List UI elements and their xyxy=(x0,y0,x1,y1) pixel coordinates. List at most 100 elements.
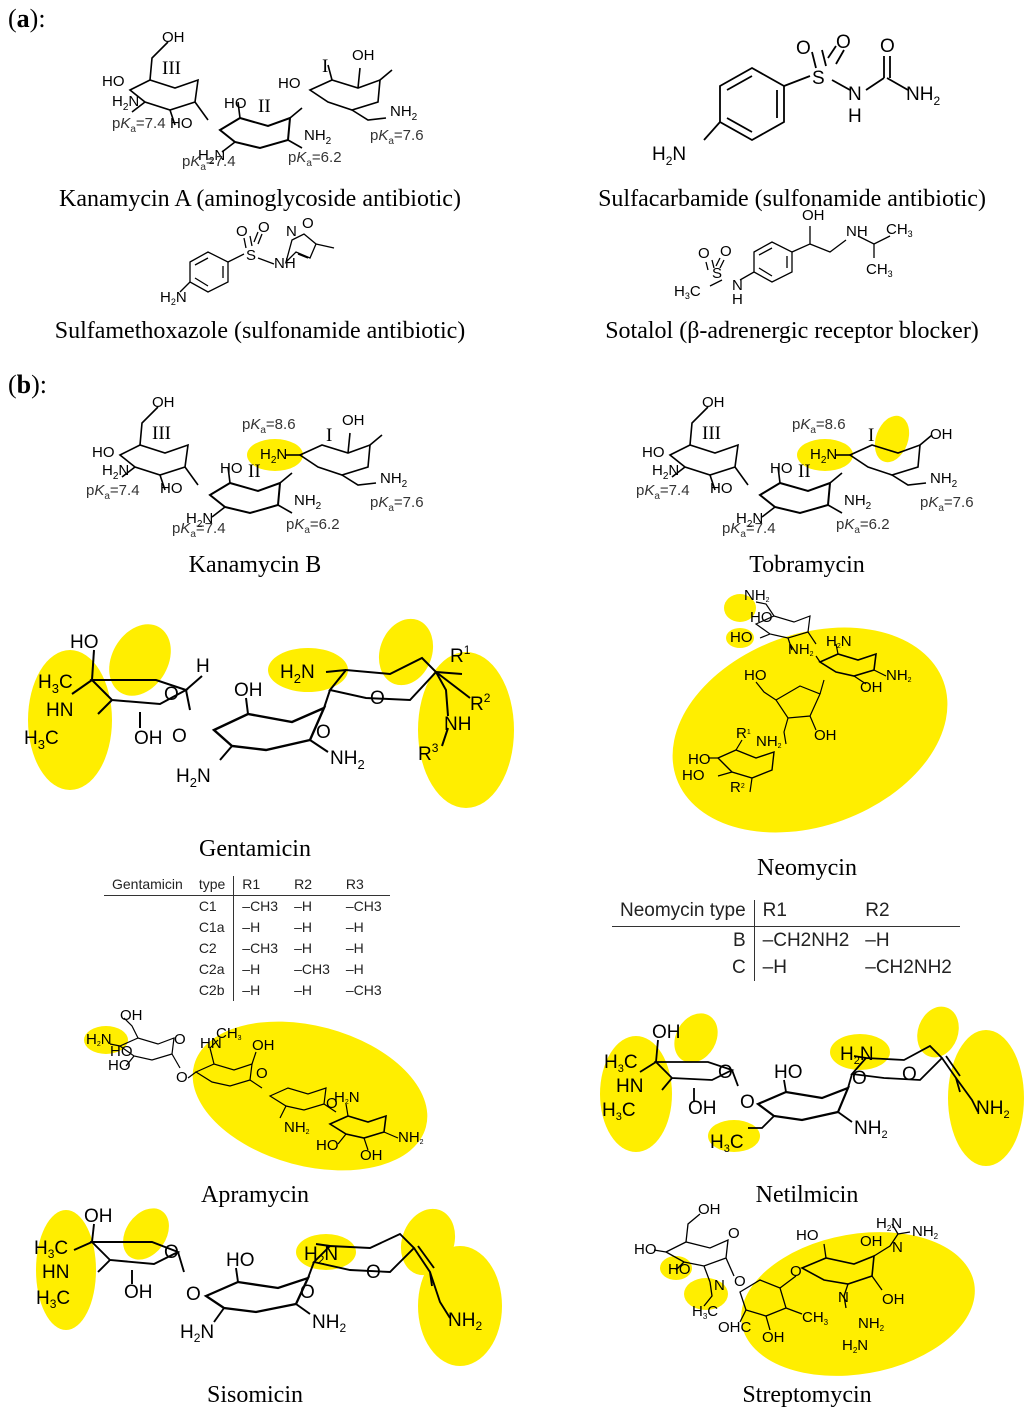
h2n-label: H2N xyxy=(334,1089,360,1106)
neomycin-structure: NH2 HO HO NH2 H2N NH2 OH HO OH R1 NH2 HO… xyxy=(660,580,960,835)
oh-label: OH xyxy=(882,1291,905,1308)
oxygen-label: O xyxy=(852,1068,867,1089)
ring-i-label: I xyxy=(322,56,328,77)
h2n-label: H2N xyxy=(736,510,763,530)
kanamycin-b-caption: Kanamycin B xyxy=(188,552,322,578)
oh-label: OH xyxy=(688,1098,717,1119)
highlight-region xyxy=(600,1036,672,1152)
h2n-label: H2N xyxy=(102,462,129,482)
oh-label: OH xyxy=(234,680,263,701)
nh2-label: NH2 xyxy=(294,492,322,512)
h2n-label: H2N xyxy=(112,93,139,113)
oh-label: OH xyxy=(120,1007,143,1024)
neomycin-type-table: Neomycin type R1 R2 B–CH2NH2–H C–H–CH2NH… xyxy=(612,900,960,981)
nh2-label: NH2 xyxy=(844,492,872,512)
highlight-region xyxy=(797,439,853,471)
table-header: type xyxy=(190,876,235,896)
hydrogen-label: H xyxy=(196,656,210,677)
r3-label: R3 xyxy=(418,741,439,765)
gentamicin-structure: HO H3C HN H3C OH H O O OH H2N NH2 O H2N … xyxy=(10,610,530,815)
oxygen-label: O xyxy=(300,1282,315,1303)
pka-label: pKa=7.6 xyxy=(920,494,974,514)
nitrogen-label: N xyxy=(892,1239,903,1256)
table-row: C–H–CH2NH2 xyxy=(612,954,960,981)
highlight-region xyxy=(948,1030,1024,1166)
oxygen-label: O xyxy=(236,223,248,240)
ho-label: HO xyxy=(774,1062,803,1083)
h2n-label: H2N xyxy=(652,144,686,168)
pka-label: pKa=7.4 xyxy=(86,482,140,502)
highlight-region xyxy=(123,1208,169,1260)
apramycin-structure: OH H2N HO HO O O HN CH3 OH O NH2 O H2N H… xyxy=(80,1007,440,1183)
oxygen-label: O xyxy=(740,1092,755,1113)
nh2-label: NH2 xyxy=(398,1129,424,1146)
h3c-label: H3C xyxy=(674,283,701,301)
oh-label: OH xyxy=(860,1233,883,1250)
pka-label: pKa=8.6 xyxy=(792,416,846,436)
highlight-region xyxy=(296,1234,356,1270)
h3c-label: H3C xyxy=(692,1303,718,1321)
ho-label: HO xyxy=(710,480,733,497)
h3c-label: H3C xyxy=(710,1132,744,1155)
highlight-region xyxy=(28,650,112,790)
ch3-label: CH3 xyxy=(866,261,893,279)
oxygen-label: O xyxy=(258,219,270,236)
ho-label: HO xyxy=(108,1057,131,1074)
highlight-region xyxy=(726,628,754,648)
nh-label: HN xyxy=(46,700,73,721)
ring-ii-label: II xyxy=(258,96,271,117)
ho-label: HO xyxy=(730,629,753,646)
nh2-label: NH2 xyxy=(906,84,940,108)
table-header: R3 xyxy=(337,876,390,896)
table-row: C2–CH3–H–H xyxy=(104,938,390,959)
nh2-label: NH2 xyxy=(330,748,365,772)
h2n-label: H2N xyxy=(280,662,315,686)
highlight-region xyxy=(917,1006,959,1058)
highlight-region xyxy=(109,624,171,696)
oh-label: OH xyxy=(762,1329,785,1346)
sulfur-label: S xyxy=(812,68,825,89)
nh2-label: NH2 xyxy=(912,1223,939,1241)
table-header: R1 xyxy=(754,900,858,927)
nh2-label: NH2 xyxy=(858,1315,885,1333)
tobramycin-structure: OH HO H2N HO III II I HO H2N OH H2N NH2 … xyxy=(630,394,990,545)
nh-label: N xyxy=(732,277,743,294)
oxygen-label: O xyxy=(728,1225,740,1242)
ring-iii-label: III xyxy=(162,58,181,79)
sulfamethoxazole-caption: Sulfamethoxazole (sulfonamide antibiotic… xyxy=(54,318,466,344)
oh-label: OH xyxy=(802,207,825,224)
highlight-region xyxy=(247,439,303,471)
sotalol-structure: OH NH CH3 CH3 N H S O O H3C xyxy=(670,206,913,317)
sulfamethoxazole-structure: S O O NH N O H2N xyxy=(150,215,390,315)
r2-label: R2 xyxy=(730,779,745,796)
sulfur-label: S xyxy=(712,265,722,282)
oh-label: OH xyxy=(702,394,725,411)
ho-label: HO xyxy=(278,75,301,92)
sulfacarbamide-caption: Sulfacarbamide (sulfonamide antibiotic) xyxy=(598,186,986,212)
ho-label: HO xyxy=(220,460,243,477)
ho-label: HO xyxy=(102,73,125,90)
sotalol-caption: Sotalol (β-adrenergic receptor blocker) xyxy=(605,318,979,344)
apramycin-caption: Apramycin xyxy=(201,1182,309,1208)
h2n-label: H2N xyxy=(810,446,837,466)
table-row: B–CH2NH2–H xyxy=(612,926,960,954)
nh2-label: NH2 xyxy=(744,587,770,604)
nh-label: NH xyxy=(274,255,296,272)
table-header: R2 xyxy=(857,900,960,927)
nitrogen-label: N xyxy=(286,223,297,240)
oxygen-label: O xyxy=(698,245,710,262)
oxygen-label: O xyxy=(902,1064,917,1085)
ring-iii-label: III xyxy=(152,423,171,444)
gentamicin-type-table: Gentamicin type R1 R2 R3 C1–CH3–H–CH3 C1… xyxy=(104,876,390,1001)
ho-label: HO xyxy=(770,460,793,477)
oh-label: OH xyxy=(352,47,375,64)
gentamicin-caption: Gentamicin xyxy=(199,836,311,862)
pka-label: pKa=6.2 xyxy=(286,516,340,536)
hn-label: HN xyxy=(42,1262,69,1283)
oxygen-label: O xyxy=(326,1095,338,1112)
pka-label: pKa=7.4 xyxy=(722,520,776,540)
streptomycin-caption: Streptomycin xyxy=(742,1382,872,1408)
highlight-region xyxy=(418,652,514,808)
ho-label: HO xyxy=(110,1043,133,1060)
highlight-region xyxy=(672,627,948,833)
